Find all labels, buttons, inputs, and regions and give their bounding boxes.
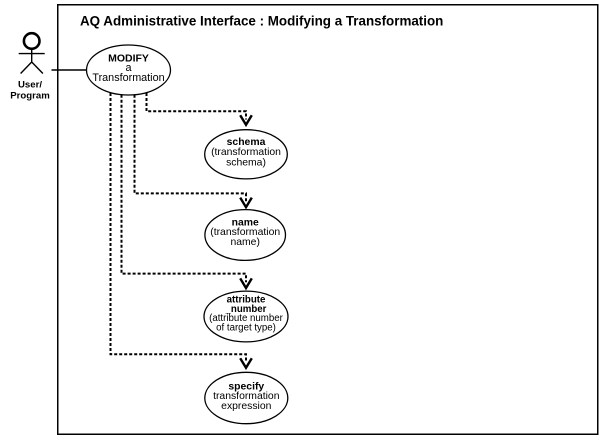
svg-text:AQ Administrative Interface :: AQ Administrative Interface : Modifying … [80,13,443,28]
svg-text:expression: expression [221,401,271,412]
svg-text:User/: User/ [18,80,42,91]
svg-text:name): name) [230,237,259,248]
svg-text:specify: specify [228,381,264,392]
svg-text:(transformation: (transformation [211,147,281,158]
svg-text:attribute: attribute [227,294,266,305]
svg-text:transformation: transformation [213,391,280,402]
svg-text:schema): schema) [226,157,266,168]
svg-text:Transformation: Transformation [92,72,164,84]
svg-text:name: name [232,218,259,229]
svg-text:(transformation: (transformation [210,227,280,238]
svg-text:schema: schema [227,137,266,148]
svg-text:MODIFY: MODIFY [108,52,149,64]
svg-text:of target type): of target type) [216,323,276,334]
svg-text:(attribute number: (attribute number [209,313,284,324]
svg-text:_number: _number [225,304,267,315]
svg-text:Program: Program [10,90,49,101]
svg-text:a: a [125,62,131,74]
